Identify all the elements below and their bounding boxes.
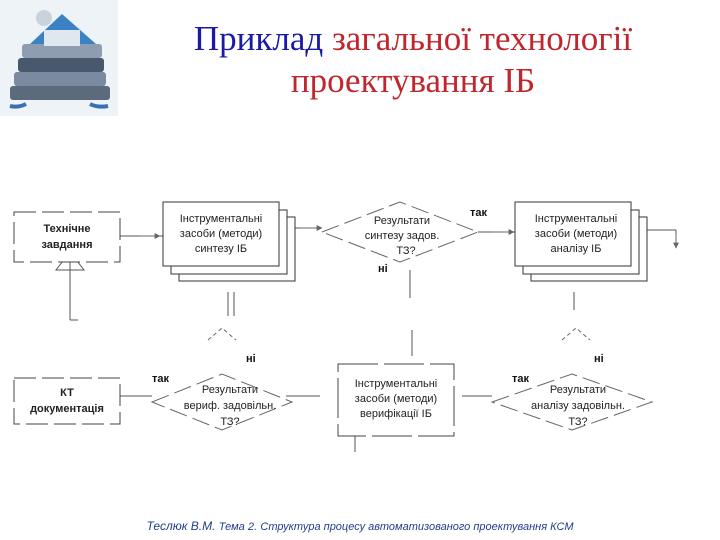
tech-task-box: Технічне завдання bbox=[14, 212, 120, 262]
analysis-yes-label: так bbox=[512, 373, 530, 385]
title-part1: Приклад bbox=[194, 19, 323, 58]
decision-analysis-line2: аналізу задовільн. bbox=[531, 400, 625, 412]
tools-verif-line2: засоби (методи) bbox=[355, 393, 437, 405]
logo-icon bbox=[0, 0, 118, 116]
decision-synth: Результати синтезу задов. ТЗ? bbox=[322, 202, 478, 262]
decision-synth-line1: Результати bbox=[374, 215, 430, 227]
synth-no-label: ні bbox=[378, 263, 388, 275]
tech-task-line2: завдання bbox=[41, 239, 92, 251]
tools-verif-line1: Інструментальні bbox=[355, 378, 438, 390]
footer-topic: Тема 2. bbox=[219, 521, 257, 533]
analysis-no-label: ні bbox=[594, 353, 604, 365]
synth-yes-label: так bbox=[470, 207, 488, 219]
decision-analysis-line3: ТЗ? bbox=[568, 416, 587, 428]
connector-hint-left bbox=[208, 328, 236, 340]
tools-synth-line1: Інструментальні bbox=[180, 213, 263, 225]
decision-verif: Результати вериф. задовільн. ТЗ? bbox=[152, 374, 292, 430]
tools-synth-line3: синтезу ІБ bbox=[195, 243, 247, 255]
kt-docs-line1: КТ bbox=[60, 387, 74, 399]
verif-no-label: ні bbox=[246, 353, 256, 365]
process-diagram: Технічне завдання Інструментальні засоби… bbox=[0, 190, 720, 460]
decision-verif-line2: вериф. задовільн. bbox=[184, 400, 277, 412]
decision-analysis-line1: Результати bbox=[550, 384, 606, 396]
title-line2: проектування ІБ bbox=[128, 60, 698, 102]
footer-author: Теслюк В.М. bbox=[147, 519, 216, 533]
tools-analysis-box: Інструментальні засоби (методи) аналізу … bbox=[515, 202, 647, 281]
decision-verif-line1: Результати bbox=[202, 384, 258, 396]
decision-synth-line3: ТЗ? bbox=[396, 245, 415, 257]
footer-text: Структура процесу автоматизованого проек… bbox=[260, 521, 573, 533]
tools-verif-box: Інструментальні засоби (методи) верифіка… bbox=[338, 364, 454, 436]
tools-verif-line3: верифікації ІБ bbox=[360, 408, 432, 420]
tools-analysis-line1: Інструментальні bbox=[535, 213, 618, 225]
verif-yes-label: так bbox=[152, 373, 170, 385]
kt-docs-line2: документація bbox=[30, 403, 104, 415]
tech-task-line1: Технічне bbox=[43, 223, 90, 235]
connector-hint-right bbox=[562, 328, 590, 340]
decision-synth-line2: синтезу задов. bbox=[365, 230, 440, 242]
title-part2: загальної технології bbox=[332, 19, 632, 58]
decision-verif-line3: ТЗ? bbox=[220, 416, 239, 428]
tools-analysis-line2: засоби (методи) bbox=[535, 228, 617, 240]
tools-synth-box: Інструментальні засоби (методи) синтезу … bbox=[163, 202, 295, 281]
kt-docs-box: КТ документація bbox=[14, 378, 120, 424]
tools-analysis-line3: аналізу ІБ bbox=[551, 243, 602, 255]
footer: Теслюк В.М. Тема 2. Структура процесу ав… bbox=[0, 519, 720, 533]
tools-synth-line2: засоби (методи) bbox=[180, 228, 262, 240]
page-title: Приклад загальної технології проектуванн… bbox=[128, 18, 698, 102]
